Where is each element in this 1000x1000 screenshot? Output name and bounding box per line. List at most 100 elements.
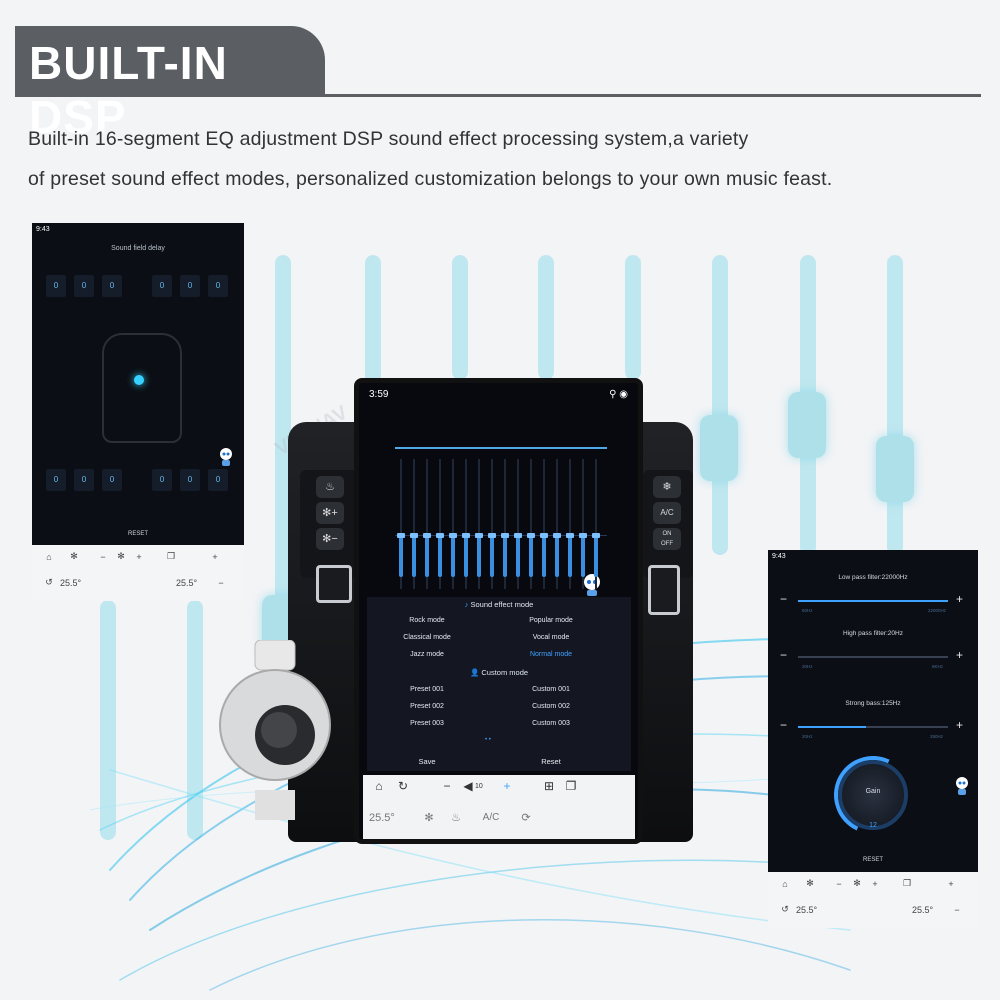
delay-value[interactable]: 0 [152,275,172,297]
mode-jazz[interactable]: Jazz mode [410,651,444,658]
fan-icon[interactable]: ✻ [424,812,434,824]
delay-value[interactable]: 0 [102,469,122,491]
eq-band-fill [412,535,416,577]
assistant-robot-icon[interactable] [581,573,603,597]
description-line-2: of preset sound effect modes, personaliz… [28,168,833,190]
eq-band-handle[interactable] [462,533,470,538]
high-pass-max: 8KHz [932,664,944,669]
delay-value[interactable]: 0 [208,275,228,297]
volume-up-button[interactable]: + [212,551,218,562]
eq-band-track [465,459,467,589]
reset-button[interactable]: RESET [127,531,148,537]
mode-popular[interactable]: Popular mode [529,617,573,624]
home-icon[interactable]: ⌂ [375,779,383,793]
page-title: BUILT-IN DSP [29,37,228,143]
bass-plus-button[interactable]: + [956,718,964,732]
delay-value[interactable]: 0 [180,275,200,297]
fan-icon[interactable]: ✻ [806,878,814,888]
window-icon[interactable]: ❐ [902,878,912,888]
fan-down-button[interactable]: − [836,878,842,889]
fan-icon[interactable]: ✻ [70,551,78,561]
bass-minus-button[interactable]: − [780,718,788,732]
custom-002[interactable]: Custom 002 [532,703,570,710]
delay-value[interactable]: 0 [152,469,172,491]
apps-icon[interactable]: ⊞ [543,779,555,793]
delay-value[interactable]: 0 [208,469,228,491]
defrost-button[interactable]: ❄ [653,476,681,498]
eq-band-handle[interactable] [397,533,405,538]
mode-classical[interactable]: Classical mode [403,634,451,641]
eq-band-handle[interactable] [436,533,444,538]
eq-band-handle[interactable] [566,533,574,538]
volume-up-button[interactable]: + [948,878,954,889]
volume-down-button[interactable]: − [954,904,960,915]
seat-icon[interactable]: ♨ [451,812,461,824]
assistant-robot-icon[interactable] [954,776,970,796]
eq-band-handle[interactable] [410,533,418,538]
save-button[interactable]: Save [418,757,436,766]
high-pass-slider[interactable] [798,656,948,658]
listening-position-dot[interactable] [134,375,144,385]
preset-002[interactable]: Preset 002 [410,703,444,710]
eq-band-handle[interactable] [475,533,483,538]
fan-down-button[interactable]: ✻− [316,528,344,550]
delay-value[interactable]: 0 [180,469,200,491]
preset-003[interactable]: Preset 003 [410,720,444,727]
eq-band-handle[interactable] [449,533,457,538]
custom-001[interactable]: Custom 001 [532,686,570,693]
gain-knob[interactable]: Gain [838,760,908,830]
eq-band-fill [594,535,598,577]
low-pass-slider[interactable] [798,600,948,602]
reset-button[interactable]: RESET [862,857,883,863]
bg-eq-knob [876,436,914,502]
ac-button[interactable]: A/C [653,502,681,524]
mode-rock[interactable]: Rock mode [409,617,445,624]
description-line-1: Built-in 16-segment EQ adjustment DSP so… [28,128,749,150]
delay-value[interactable]: 0 [74,469,94,491]
low-pass-plus-button[interactable]: + [956,592,964,606]
eq-band-track [400,459,402,589]
custom-003[interactable]: Custom 003 [532,720,570,727]
reset-button[interactable]: Reset [541,757,561,766]
mode-vocal[interactable]: Vocal mode [532,634,570,641]
ac-label[interactable]: A/C [482,812,500,823]
delay-value[interactable]: 0 [46,469,66,491]
delay-value[interactable]: 0 [102,275,122,297]
seat-heat-button[interactable]: ♨ [316,476,344,498]
high-pass-plus-button[interactable]: + [956,648,964,662]
home-icon[interactable]: ⌂ [782,878,788,889]
eq-band-handle[interactable] [592,533,600,538]
eq-band-handle[interactable] [579,533,587,538]
eq-band-handle[interactable] [514,533,522,538]
eq-band-handle[interactable] [423,533,431,538]
window-icon[interactable]: ❐ [565,779,577,793]
recirculate-icon[interactable]: ⟳ [521,812,531,824]
delay-value[interactable]: 0 [46,275,66,297]
eq-band-handle[interactable] [501,533,509,538]
eq-band-handle[interactable] [540,533,548,538]
eq-band-handle[interactable] [553,533,561,538]
fan-up-button[interactable]: ✻+ [316,502,344,524]
fan-up-button[interactable]: + [136,551,142,562]
recirculate-icon[interactable]: ↺ [781,904,789,914]
eq-band-handle[interactable] [527,533,535,538]
delay-value[interactable]: 0 [74,275,94,297]
home-icon[interactable]: ⌂ [46,551,52,562]
user-icon: 👤 [469,668,482,677]
mode-normal[interactable]: Normal mode [529,651,572,658]
window-icon[interactable]: ❐ [166,551,176,561]
high-pass-minus-button[interactable]: − [780,648,788,662]
volume-down-button[interactable]: − [443,779,451,793]
preset-001[interactable]: Preset 001 [410,686,444,693]
eq-band-handle[interactable] [488,533,496,538]
fan-up-button[interactable]: + [872,878,878,889]
fan-down-button[interactable]: − [100,551,106,562]
bass-slider[interactable] [798,726,948,728]
volume-down-button[interactable]: − [218,577,224,588]
loop-icon[interactable]: ↻ [397,779,409,793]
volume-up-button[interactable]: + [503,779,511,793]
low-pass-minus-button[interactable]: − [780,592,788,606]
recirculate-icon[interactable]: ↺ [45,577,53,587]
assistant-robot-icon[interactable] [218,447,234,467]
